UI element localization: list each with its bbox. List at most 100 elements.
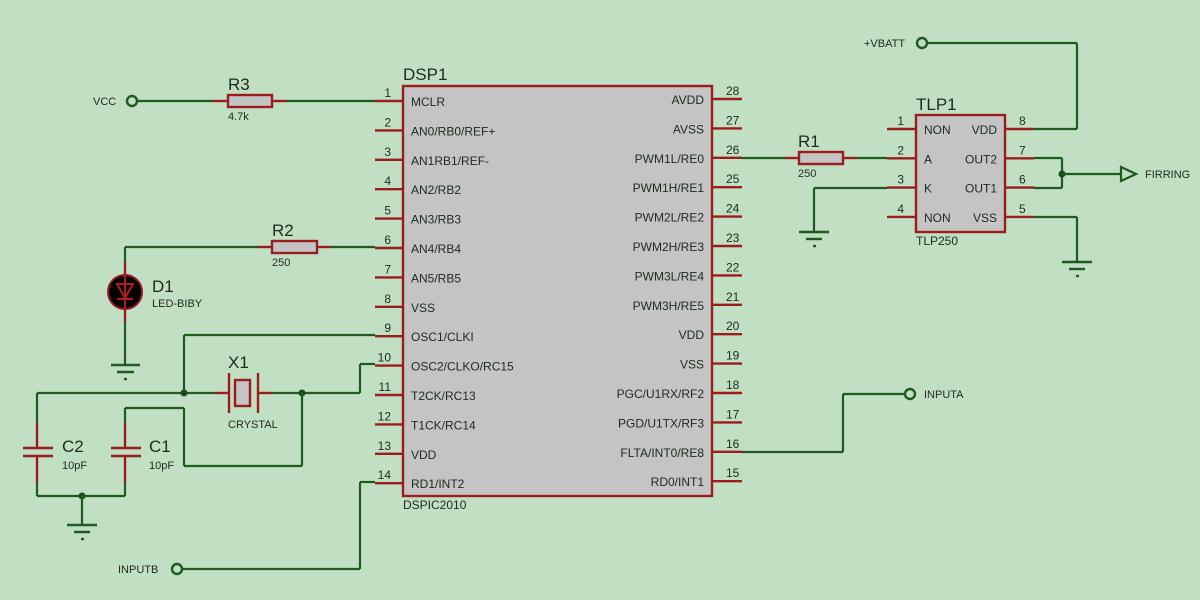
inputa-terminal[interactable] — [903, 387, 917, 401]
pin-number: 27 — [726, 113, 740, 127]
ground-icon — [67, 523, 97, 541]
x1-crystal[interactable]: X1 CRYSTAL — [215, 353, 278, 431]
r3-resistor[interactable]: R3 4.7k — [213, 75, 287, 123]
pin-number: 5 — [1019, 202, 1026, 216]
inputb-terminal[interactable] — [170, 562, 184, 576]
pin-number: 19 — [726, 349, 740, 363]
pin-number: 17 — [726, 407, 740, 421]
pin-name: PWM1H/RE1 — [633, 181, 705, 195]
pin-number: 3 — [897, 173, 904, 187]
ground-icon — [799, 230, 829, 248]
pin-number: 10 — [378, 351, 392, 365]
pin-name: VDD — [411, 448, 437, 462]
pin-name: OSC1/CLKI — [411, 330, 474, 344]
pin-name: PWM2L/RE2 — [635, 211, 705, 225]
r2-body[interactable] — [270, 239, 319, 255]
pin-number: 11 — [379, 380, 392, 394]
pin-number: 5 — [384, 204, 391, 218]
junction-dot — [180, 389, 188, 397]
pin-name: RD0/INT1 — [651, 475, 705, 489]
tlp1-part-label: TLP250 — [916, 234, 958, 248]
r2-ref-label: R2 — [272, 221, 294, 240]
dsp1-body[interactable] — [401, 84, 714, 498]
dsp1-component[interactable]: DSP1 DSPIC2010 1MCLR2AN0/RB0/REF+3AN1RB1… — [375, 65, 742, 512]
inputa-label: INPUTA — [924, 389, 964, 401]
tlp-pin-2[interactable]: 2A — [887, 143, 932, 166]
inputb-label: INPUTB — [118, 564, 158, 576]
vcc-terminal[interactable] — [125, 94, 139, 108]
r1-value-label: 250 — [798, 168, 816, 180]
pin-name: AN0/RB0/REF+ — [411, 124, 495, 138]
output-arrow-icon[interactable] — [1119, 165, 1139, 183]
tlp1-body[interactable] — [914, 113, 1007, 234]
c1-value-label: 10pF — [149, 460, 174, 472]
pin-name: A — [924, 152, 932, 166]
tlp1-ref-label: TLP1 — [916, 95, 957, 114]
pin-name: VSS — [411, 301, 435, 315]
c1-capacitor[interactable]: C1 10pF — [111, 423, 174, 482]
crystal-icon — [233, 378, 252, 408]
pin-name: VDD — [972, 123, 998, 137]
pin-number: 22 — [726, 260, 740, 274]
vbatt-label: +VBATT — [864, 38, 905, 50]
c2-capacitor[interactable]: C2 10pF — [23, 423, 87, 482]
pin-name: AN4/RB4 — [411, 242, 461, 256]
vbatt-terminal[interactable] — [915, 36, 929, 50]
d1-led[interactable]: D1 LED-BIBY — [107, 262, 203, 322]
pin-number: 7 — [1019, 143, 1026, 157]
pin-name: FLTA/INT0/RE8 — [620, 446, 704, 460]
pin-name: OSC2/CLKO/RC15 — [411, 360, 514, 374]
d1-value-label: LED-BIBY — [152, 298, 203, 310]
tlp-pin-3[interactable]: 3K — [887, 173, 932, 196]
dsp1-ref-label: DSP1 — [403, 65, 447, 84]
pin-number: 14 — [378, 468, 392, 482]
r2-resistor[interactable]: R2 250 — [258, 221, 331, 269]
pin-number: 13 — [378, 439, 392, 453]
r1-body[interactable] — [797, 150, 845, 166]
pin-number: 8 — [384, 292, 391, 306]
pin-number: 1 — [384, 86, 391, 100]
pin-name: NON — [924, 123, 951, 137]
pin-number: 26 — [726, 143, 740, 157]
firring-label: FIRRING — [1145, 169, 1190, 181]
r3-body[interactable] — [226, 93, 274, 109]
pin-name: AN3/RB3 — [411, 213, 461, 227]
pin-number: 20 — [726, 319, 740, 333]
r1-resistor[interactable]: R1 250 — [785, 132, 857, 180]
